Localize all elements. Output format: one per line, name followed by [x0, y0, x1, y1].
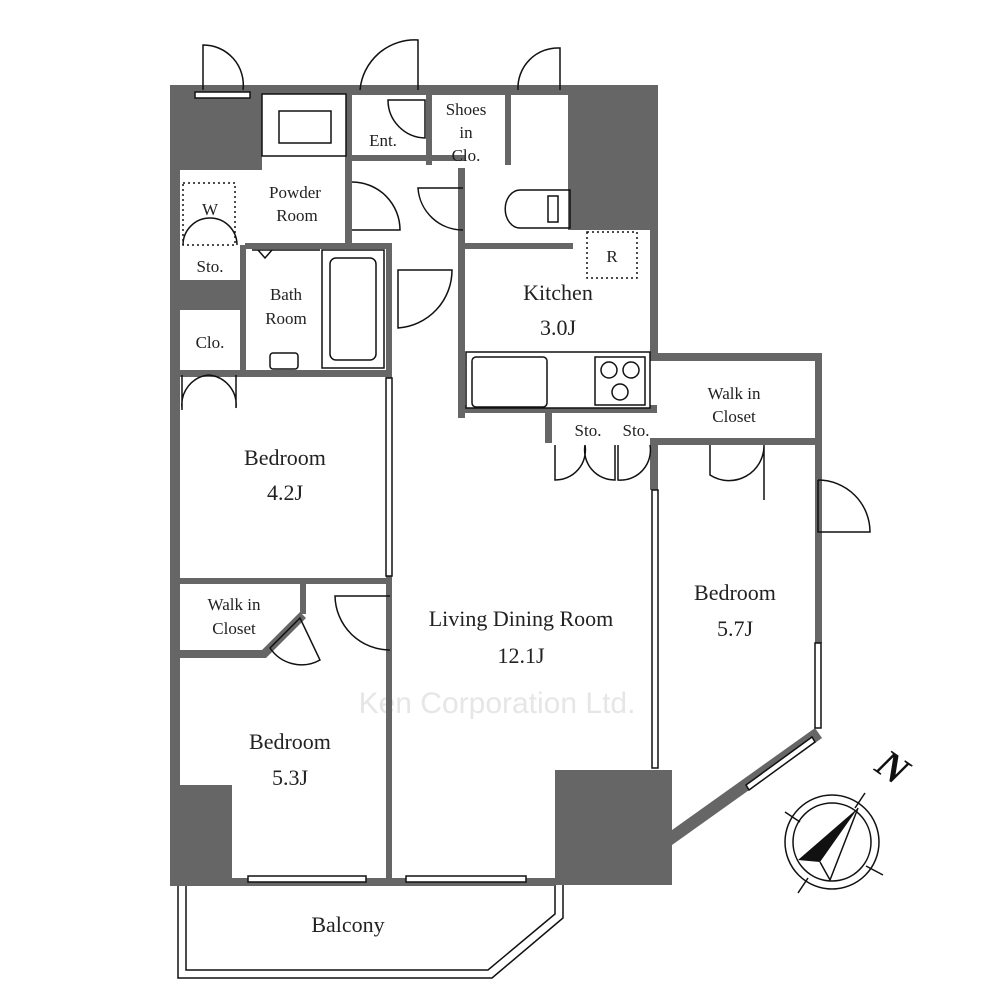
bedroom-size: 5.3J — [272, 765, 309, 790]
bedroom-label: Bedroom — [694, 580, 776, 605]
balcony: Balcony — [177, 885, 564, 979]
washer-label: W — [202, 200, 219, 219]
fixtures — [182, 93, 651, 409]
walk-in-closet-label: Closet — [212, 619, 256, 638]
walk-in-closet-label: Closet — [712, 407, 756, 426]
doors — [181, 39, 871, 883]
powder-room-label: Powder — [269, 183, 321, 202]
walk-in-closet-label: Walk in — [708, 384, 761, 403]
living-dining-label: Living Dining Room — [429, 606, 614, 631]
refrigerator-label: R — [606, 247, 618, 266]
bedroom-size: 4.2J — [267, 480, 304, 505]
bath-room-label: Room — [265, 309, 307, 328]
bedroom-label: Bedroom — [244, 445, 326, 470]
balcony-label: Balcony — [311, 912, 384, 937]
living-dining-size: 12.1J — [497, 643, 545, 668]
kitchen-size: 3.0J — [540, 315, 577, 340]
storage-label: Sto. — [623, 421, 650, 440]
room-labels: Ent. Shoes in Clo. Powder Room W Sto. Ba… — [196, 100, 776, 790]
shoes-closet-label: Clo. — [452, 146, 481, 165]
shoes-closet-label: in — [459, 123, 473, 142]
closet-label: Clo. — [196, 333, 225, 352]
north-label: N — [867, 740, 919, 795]
bath-room-label: Bath — [270, 285, 303, 304]
shoes-closet-label: Shoes — [446, 100, 487, 119]
entrance-label: Ent. — [369, 131, 397, 150]
walk-in-closet-label: Walk in — [208, 595, 261, 614]
compass-icon: N — [784, 740, 919, 894]
storage-label: Sto. — [197, 257, 224, 276]
watermark: Ken Corporation Ltd. — [359, 687, 636, 720]
storage-label: Sto. — [575, 421, 602, 440]
bedroom-label: Bedroom — [249, 729, 331, 754]
powder-room-label: Room — [276, 206, 318, 225]
bedroom-size: 5.7J — [717, 616, 754, 641]
kitchen-label: Kitchen — [523, 280, 593, 305]
